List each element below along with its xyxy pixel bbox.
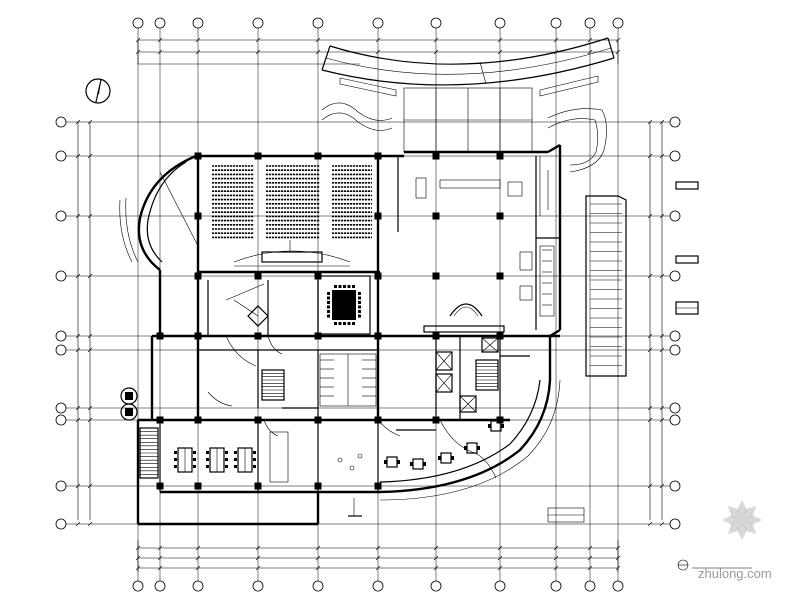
west-entrance-bays [120, 387, 138, 421]
top-dimension-lines [137, 39, 619, 65]
section-cut-mark [348, 498, 585, 523]
office-desks [174, 431, 289, 483]
door-swings [207, 299, 497, 479]
lounge-furniture [337, 420, 504, 471]
north-arrow-icon [85, 78, 111, 104]
watermark-text: zhulong.com [698, 566, 772, 581]
axis-bubbles [55, 17, 681, 592]
stair-west [139, 427, 159, 479]
entrance-canopy [321, 37, 615, 173]
structural-columns [156, 152, 504, 490]
right-side-marks [585, 181, 699, 377]
toilets [319, 353, 377, 407]
meeting-table [317, 275, 371, 335]
right-dimension-lines [649, 122, 663, 520]
left-dimension-lines [77, 122, 91, 520]
elevator-shafts [435, 337, 499, 413]
watermark-logo-icon [722, 500, 762, 540]
stair-core [261, 359, 499, 401]
section-lines [159, 61, 487, 327]
legend-symbol [677, 559, 752, 571]
lobby [415, 177, 555, 333]
grid-lines [58, 20, 678, 590]
bottom-dimension-lines [137, 540, 619, 572]
building-outline [119, 143, 562, 526]
auditorium-stage [233, 240, 351, 267]
auditorium-seating [212, 165, 372, 239]
